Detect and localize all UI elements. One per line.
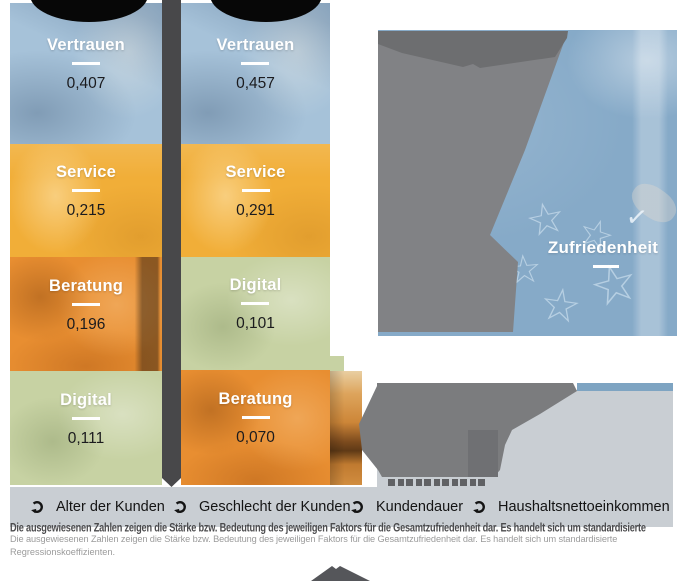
rotate-arrow-icon (174, 501, 186, 514)
label-underline (593, 265, 619, 268)
flow-arrow-down-shade (468, 430, 498, 477)
control-label: Kundendauer (376, 499, 464, 515)
factor-label: Digital (60, 390, 112, 409)
controls-bar: Alter der Kunden Geschlecht der Kunden K… (10, 487, 673, 527)
factor-value: 0,457 (236, 75, 275, 92)
factor-block: Vertrauen 0,457 (181, 3, 330, 144)
factor-label: Digital (229, 276, 282, 294)
category-ellipse-right (210, 0, 322, 22)
factor-block: Service 0,215 (10, 144, 162, 257)
divider-bar (162, 0, 181, 487)
control-item: Haushaltsnettoeinkommen (472, 487, 670, 527)
control-label: Geschlecht der Kunden (199, 499, 351, 515)
label-underline (71, 416, 100, 420)
render-glitch-strip (388, 479, 488, 486)
label-underline (72, 302, 100, 306)
factor-value: 0,196 (66, 315, 106, 333)
label-underline (72, 189, 100, 192)
factor-block: Digital 0,101 (181, 257, 330, 370)
label-underline (241, 62, 270, 65)
star-icon: ☆ (583, 249, 646, 321)
hidden-column-green-strip (330, 356, 344, 371)
label-underline (241, 302, 270, 305)
factor-block: Service 0,291 (181, 144, 330, 257)
factor-value: 0,070 (236, 429, 275, 446)
rotate-arrow-icon (473, 501, 485, 514)
label-underline (241, 189, 270, 192)
render-glitch-text: Die ausgewiesenen Zahlen zeigen die Stär… (10, 521, 646, 534)
bottom-chevron (311, 566, 370, 581)
control-label: Alter der Kunden (56, 499, 165, 515)
control-item: Alter der Kunden (30, 487, 165, 527)
factor-block: Beratung 0,070 (181, 370, 330, 485)
factor-label: Beratung (48, 276, 124, 295)
factor-block: Beratung 0,196 (10, 257, 162, 371)
footnote-line-2: Regressionskoeffizienten. (10, 547, 116, 557)
outcome-label: Zufriedenheit (547, 238, 659, 257)
control-label: Haushaltsnettoeinkommen (498, 499, 670, 515)
factor-value: 0,111 (67, 429, 105, 447)
star-icon: ☆ (536, 276, 585, 334)
factor-value: 0,215 (66, 202, 106, 219)
checkmark-icon: ✓ (624, 200, 650, 234)
factor-value: 0,291 (236, 202, 275, 219)
factor-label: Beratung (218, 390, 293, 408)
factor-value: 0,407 (66, 75, 106, 92)
footnote-line-1: Die ausgewiesenen Zahlen zeigen die Stär… (10, 534, 618, 544)
label-underline (241, 416, 270, 419)
factor-label: Vertrauen (216, 36, 295, 54)
hidden-column-photo-strip (330, 371, 362, 485)
factor-label: Service (55, 163, 117, 181)
factor-value: 0,101 (236, 315, 275, 332)
factor-block: Digital 0,111 (10, 371, 162, 485)
factor-label: Service (225, 163, 286, 181)
category-ellipse-left (30, 0, 148, 22)
label-underline (71, 62, 100, 65)
control-item: Geschlecht der Kunden (173, 487, 351, 527)
rotate-arrow-icon (351, 501, 363, 514)
control-item: Kundendauer (350, 487, 463, 527)
blue-edge-strip (577, 383, 673, 391)
factor-label: Vertrauen (47, 36, 125, 54)
rotate-arrow-icon (31, 501, 43, 514)
factor-block: Vertrauen 0,407 (10, 3, 162, 144)
